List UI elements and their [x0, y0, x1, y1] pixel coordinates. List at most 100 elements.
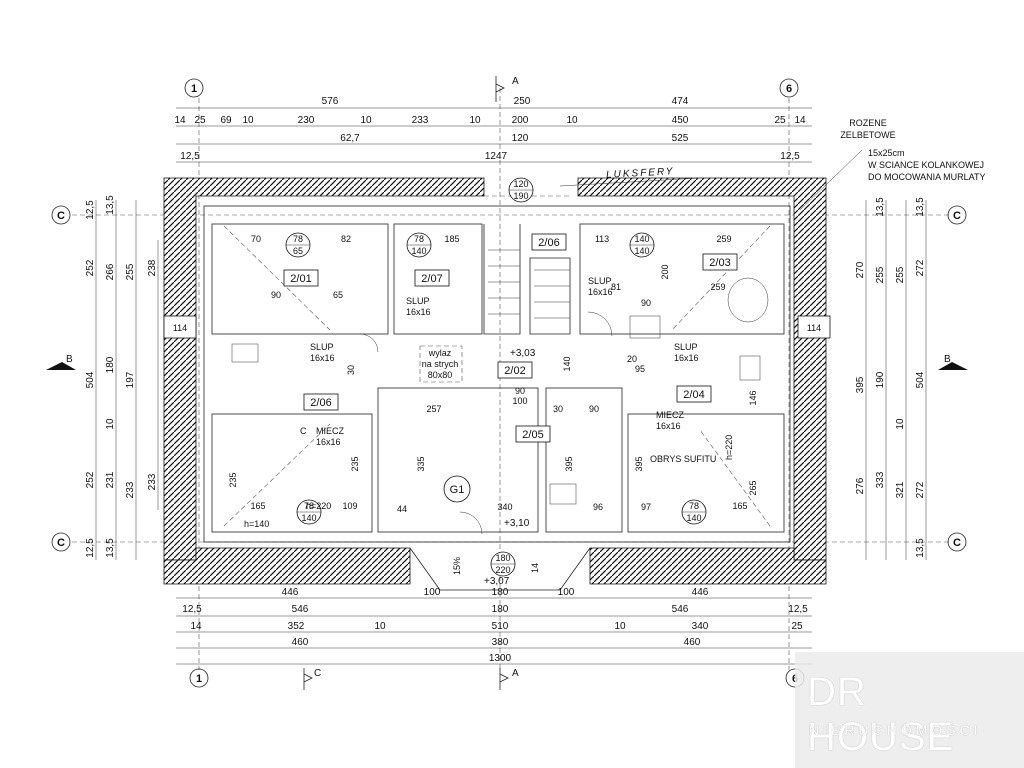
- svg-text:78: 78: [293, 234, 303, 244]
- svg-text:14: 14: [174, 115, 186, 126]
- svg-text:B: B: [66, 354, 73, 365]
- svg-text:W SCIANCE KOLANKOWEJ: W SCIANCE KOLANKOWEJ: [868, 160, 984, 170]
- window-tag: 78 140: [406, 232, 432, 258]
- svg-text:114: 114: [807, 323, 821, 333]
- svg-text:180: 180: [105, 356, 116, 373]
- section-marker-a-top: A: [495, 76, 519, 102]
- svg-text:na strych: na strych: [422, 359, 459, 369]
- svg-text:474: 474: [672, 96, 689, 107]
- svg-text:SLUP: SLUP: [674, 342, 698, 352]
- section-marker-b-left: B: [46, 354, 76, 370]
- section-marker-c-bottom: C: [303, 668, 321, 690]
- svg-text:252: 252: [85, 471, 96, 488]
- svg-text:1247: 1247: [485, 151, 508, 162]
- svg-text:97: 97: [641, 502, 651, 512]
- svg-text:576: 576: [322, 96, 339, 107]
- room-labels: 2/01 2/07 2/06 2/03 2/02 2/06 2/05 2/04: [283, 233, 738, 443]
- svg-text:146: 146: [748, 390, 758, 405]
- svg-text:h=220: h=220: [724, 435, 734, 460]
- svg-text:81: 81: [611, 282, 621, 292]
- window-tag: 78 140: [296, 499, 322, 525]
- bottom-dimensions: 446 100 180 100 446 12,5 546 180 546 12,…: [176, 587, 812, 665]
- svg-text:16x16: 16x16: [310, 353, 335, 363]
- room-label: 2/06: [538, 237, 559, 249]
- svg-text:165: 165: [250, 501, 265, 511]
- svg-text:70: 70: [251, 234, 261, 244]
- svg-text:335: 335: [416, 456, 426, 471]
- svg-text:12,5: 12,5: [85, 200, 96, 220]
- svg-text:1: 1: [196, 673, 202, 685]
- svg-text:A: A: [512, 76, 519, 87]
- axis-bubble-1-bottom: 1: [189, 668, 209, 688]
- svg-text:16x16: 16x16: [656, 421, 681, 431]
- svg-text:25: 25: [194, 115, 206, 126]
- svg-text:h=220: h=220: [306, 501, 331, 511]
- svg-text:25: 25: [791, 621, 803, 632]
- room-label: 2/05: [522, 429, 543, 441]
- svg-text:+3,03: +3,03: [510, 348, 536, 359]
- svg-text:6: 6: [786, 83, 792, 95]
- svg-text:546: 546: [672, 604, 689, 615]
- top-dimensions: 576 250 474 14 25 69 10 230 10 233 10 20…: [174, 96, 812, 163]
- svg-text:+3,07: +3,07: [484, 576, 510, 587]
- svg-text:200: 200: [512, 115, 529, 126]
- window-tag: 120 190: [508, 177, 534, 203]
- luksfery-label: LUKSFERY: [606, 166, 675, 181]
- svg-text:333: 333: [875, 471, 886, 488]
- svg-text:1: 1: [191, 83, 197, 95]
- svg-text:1300: 1300: [489, 653, 512, 664]
- svg-text:13,5: 13,5: [875, 197, 886, 217]
- svg-text:257: 257: [426, 404, 441, 414]
- svg-text:259: 259: [716, 234, 731, 244]
- svg-text:252: 252: [85, 259, 96, 276]
- svg-text:A: A: [512, 668, 519, 679]
- svg-text:255: 255: [895, 266, 906, 283]
- svg-text:82: 82: [341, 234, 351, 244]
- svg-text:190: 190: [875, 371, 886, 388]
- svg-text:12,5: 12,5: [780, 151, 800, 162]
- svg-text:65: 65: [333, 290, 343, 300]
- svg-text:+3,10: +3,10: [504, 518, 530, 529]
- axis-bubble-c-left-bottom: C: [51, 532, 71, 552]
- svg-text:235: 235: [228, 472, 238, 487]
- svg-text:ZELBETOWE: ZELBETOWE: [840, 130, 895, 140]
- svg-text:340: 340: [692, 621, 709, 632]
- svg-text:13,5: 13,5: [915, 197, 926, 217]
- svg-text:14: 14: [794, 115, 806, 126]
- svg-text:44: 44: [397, 504, 407, 514]
- svg-text:250: 250: [514, 96, 531, 107]
- svg-text:259: 259: [710, 282, 725, 292]
- svg-text:446: 446: [692, 587, 709, 598]
- svg-text:140: 140: [686, 513, 701, 523]
- svg-text:78: 78: [304, 501, 314, 511]
- svg-text:200: 200: [660, 264, 670, 279]
- svg-text:233: 233: [125, 481, 136, 498]
- svg-text:255: 255: [125, 263, 136, 280]
- svg-text:140: 140: [562, 356, 572, 371]
- svg-text:MIECZ: MIECZ: [656, 410, 685, 420]
- svg-text:460: 460: [684, 637, 701, 648]
- svg-text:80x80: 80x80: [428, 370, 453, 380]
- svg-text:12,5: 12,5: [182, 604, 202, 615]
- svg-text:C: C: [953, 537, 961, 549]
- svg-text:165: 165: [732, 501, 747, 511]
- svg-text:120: 120: [512, 133, 529, 144]
- room-label: 2/06: [310, 397, 331, 409]
- section-marker-b-right: B: [938, 354, 968, 370]
- svg-text:525: 525: [672, 133, 689, 144]
- svg-text:185: 185: [444, 234, 459, 244]
- svg-text:25: 25: [774, 115, 786, 126]
- window-tags: 78 65 78 140 120 190 140 140 78 140 180 …: [285, 177, 707, 577]
- svg-text:272: 272: [915, 259, 926, 276]
- svg-text:114: 114: [173, 323, 187, 333]
- svg-text:140: 140: [634, 234, 649, 244]
- svg-text:13,5: 13,5: [105, 538, 116, 558]
- svg-text:510: 510: [492, 621, 509, 632]
- svg-text:78: 78: [414, 234, 424, 244]
- window-tag: 78 140: [681, 499, 707, 525]
- svg-text:30: 30: [346, 365, 356, 375]
- svg-text:10: 10: [614, 621, 626, 632]
- svg-text:10: 10: [566, 115, 578, 126]
- svg-text:10: 10: [895, 418, 906, 430]
